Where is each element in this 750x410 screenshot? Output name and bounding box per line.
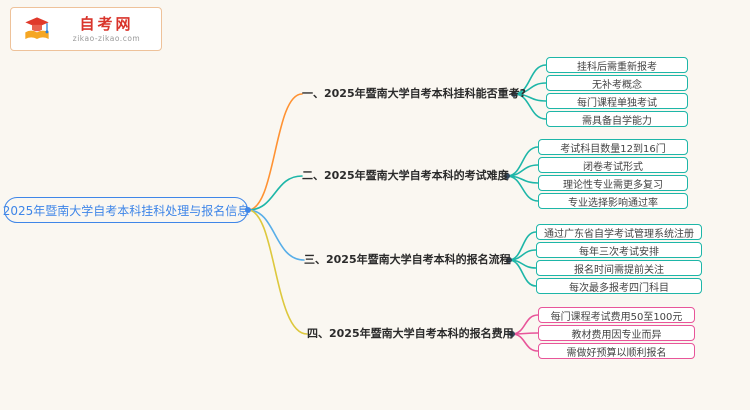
leaf-node: 闭卷考试形式 xyxy=(538,157,688,173)
branch-label-4: 四、2025年暨南大学自考本科的报名费用 xyxy=(307,327,514,340)
branch-label-2: 二、2025年暨南大学自考本科的考试难度 xyxy=(302,169,509,182)
connector-root-branch-1 xyxy=(247,93,303,211)
branch2-dot xyxy=(504,173,510,179)
branch-label-3: 三、2025年暨南大学自考本科的报名流程 xyxy=(304,253,511,266)
connector-root-branch-4 xyxy=(247,209,308,335)
leaf-node: 每门课程考试费用50至100元 xyxy=(538,307,695,323)
branch3-dot xyxy=(506,257,512,263)
connector-branch1-leaf-4 xyxy=(513,93,547,120)
connector-root-branch-3 xyxy=(247,209,305,261)
connector-branch2-leaf-4 xyxy=(506,175,539,202)
leaf-node: 考试科目数量12到16门 xyxy=(538,139,688,155)
leaf-node: 教材费用因专业而异 xyxy=(538,325,695,341)
leaf-node: 每门课程单独考试 xyxy=(546,93,688,109)
branch1-dot xyxy=(511,91,517,97)
leaf-node: 专业选择影响通过率 xyxy=(538,193,688,209)
connector-branch3-leaf-4 xyxy=(508,259,537,287)
logo-title: 自考网 xyxy=(79,15,134,33)
branch4-dot xyxy=(509,331,515,337)
connector-branch2-leaf-1 xyxy=(506,146,539,177)
root-topic-node: 2025年暨南大学自考本科挂科处理与报名信息 xyxy=(3,197,249,223)
leaf-node: 理论性专业需更多复习 xyxy=(538,175,688,191)
logo-box: 自考网 zikao-zikao.com xyxy=(10,7,162,51)
leaf-node: 每年三次考试安排 xyxy=(536,242,702,258)
branch-label-1: 一、2025年暨南大学自考本科挂科能否重考? xyxy=(302,87,526,100)
connector-branch4-leaf-1 xyxy=(511,314,539,335)
leaf-node: 挂科后需重新报考 xyxy=(546,57,688,73)
leaf-node: 需做好预算以顺利报名 xyxy=(538,343,695,359)
leaf-node: 无补考概念 xyxy=(546,75,688,91)
connector-branch4-leaf-3 xyxy=(511,333,539,352)
leaf-node: 通过广东省自学考试管理系统注册 xyxy=(536,224,702,240)
leaf-node: 每次最多报考四门科目 xyxy=(536,278,702,294)
graduation-cap-icon xyxy=(25,17,49,39)
connector-root-branch-2 xyxy=(247,175,303,211)
leaf-node: 需具备自学能力 xyxy=(546,111,688,127)
logo-text: 自考网 zikao-zikao.com xyxy=(61,15,152,43)
leaf-node: 报名时间需提前关注 xyxy=(536,260,702,276)
logo-subtitle: zikao-zikao.com xyxy=(72,34,141,43)
